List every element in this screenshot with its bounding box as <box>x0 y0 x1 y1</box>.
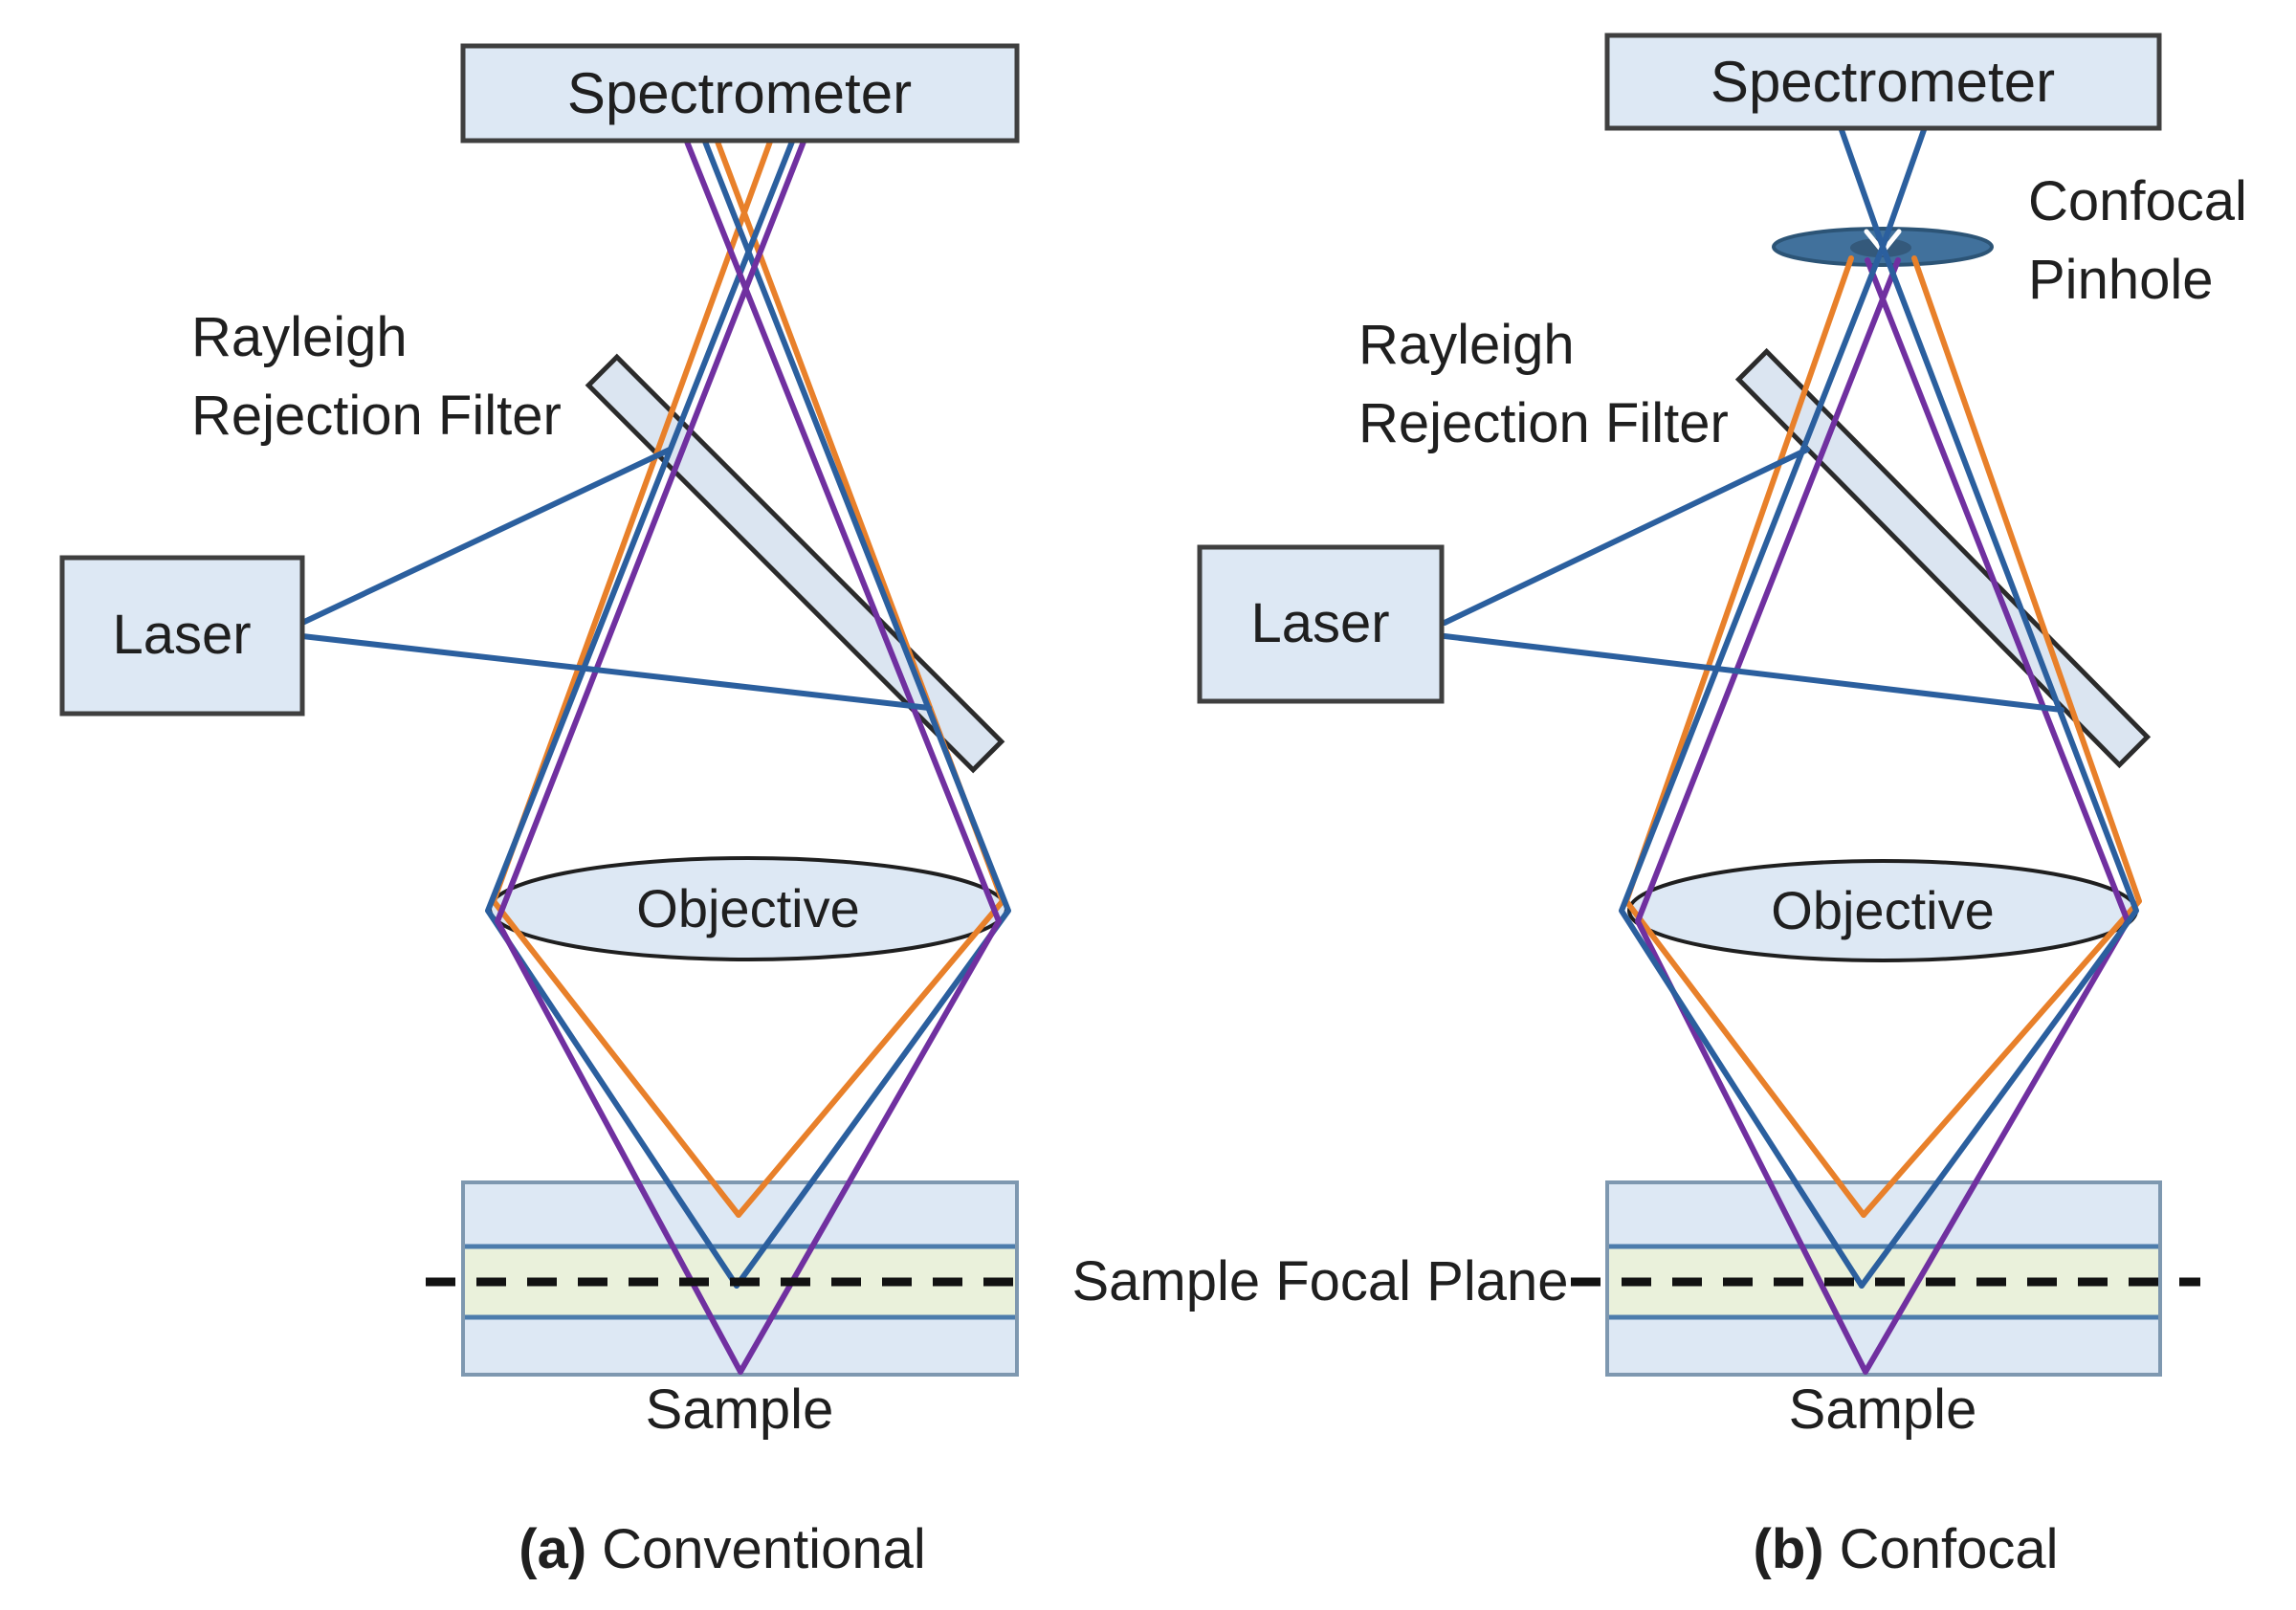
laser-beam-lower <box>1442 633 2064 713</box>
rayleigh-filter-bar <box>1734 347 2152 769</box>
sample-label-right: Sample <box>1788 1378 1977 1441</box>
caption-conventional: (a) Conventional <box>519 1522 925 1577</box>
laser-label-right: Laser <box>1250 592 1390 654</box>
caption-b-tag: (b) <box>1753 1518 1824 1580</box>
rayleigh-filter-label-right: Rayleigh Rejection Filter <box>1358 306 1729 463</box>
ray-blue-left-arm <box>485 139 795 1289</box>
rayleigh-filter-label-right-line1: Rayleigh <box>1358 314 1575 376</box>
rayleigh-filter-label-left-line2: Rejection Filter <box>191 385 562 447</box>
laser-label-left: Laser <box>112 604 252 666</box>
panel-confocal <box>1197 33 2200 1377</box>
rayleigh-filter-label-left-line1: Rayleigh <box>191 306 408 368</box>
objective-label-right: Objective <box>1771 880 1995 940</box>
ray-purple-right-arm <box>684 139 1002 1375</box>
laser-beam-upper <box>1442 447 1810 626</box>
confocal-pinhole-label-line1: Confocal <box>2028 170 2247 232</box>
spectrometer-label-right: Spectrometer <box>1710 50 2056 114</box>
spectrometer-box <box>1604 33 2162 131</box>
spectrometer-label-left: Spectrometer <box>566 61 913 125</box>
laser-beam-upper <box>299 447 673 626</box>
ray-blue-right-arm <box>702 139 1011 1289</box>
ray-purple-left-arm <box>495 139 806 1375</box>
caption-b-text: Confocal <box>1839 1518 2059 1580</box>
confocal-pinhole-label-line2: Pinhole <box>2028 249 2214 311</box>
laser-beam-lower <box>299 633 932 711</box>
confocal-pinhole-label: Confocal Pinhole <box>2028 163 2247 320</box>
caption-confocal: (b) Confocal <box>1754 1522 2059 1577</box>
rayleigh-filter-label-left: Rayleigh Rejection Filter <box>191 298 562 455</box>
ray-orange-right-arm <box>1861 255 2142 1218</box>
laser-box <box>1197 544 1445 704</box>
ray-blue-left-arm <box>1619 124 1928 1289</box>
objective-label-left: Objective <box>636 878 860 938</box>
panel-conventional <box>59 43 1020 1377</box>
ray-purple-left-arm <box>1635 257 1901 1375</box>
sample-label-left: Sample <box>645 1378 834 1441</box>
caption-a-tag: (a) <box>519 1518 587 1580</box>
ray-blue-right-arm <box>1838 124 2139 1289</box>
ray-orange-right-arm <box>715 139 1005 1218</box>
spectrometer-box <box>460 43 1020 143</box>
rayleigh-filter-label-right-line2: Rejection Filter <box>1358 392 1729 454</box>
laser-box <box>59 555 305 717</box>
sample-focal-plane-label: Sample Focal Plane <box>1071 1250 1569 1312</box>
caption-a-text: Conventional <box>602 1518 926 1580</box>
